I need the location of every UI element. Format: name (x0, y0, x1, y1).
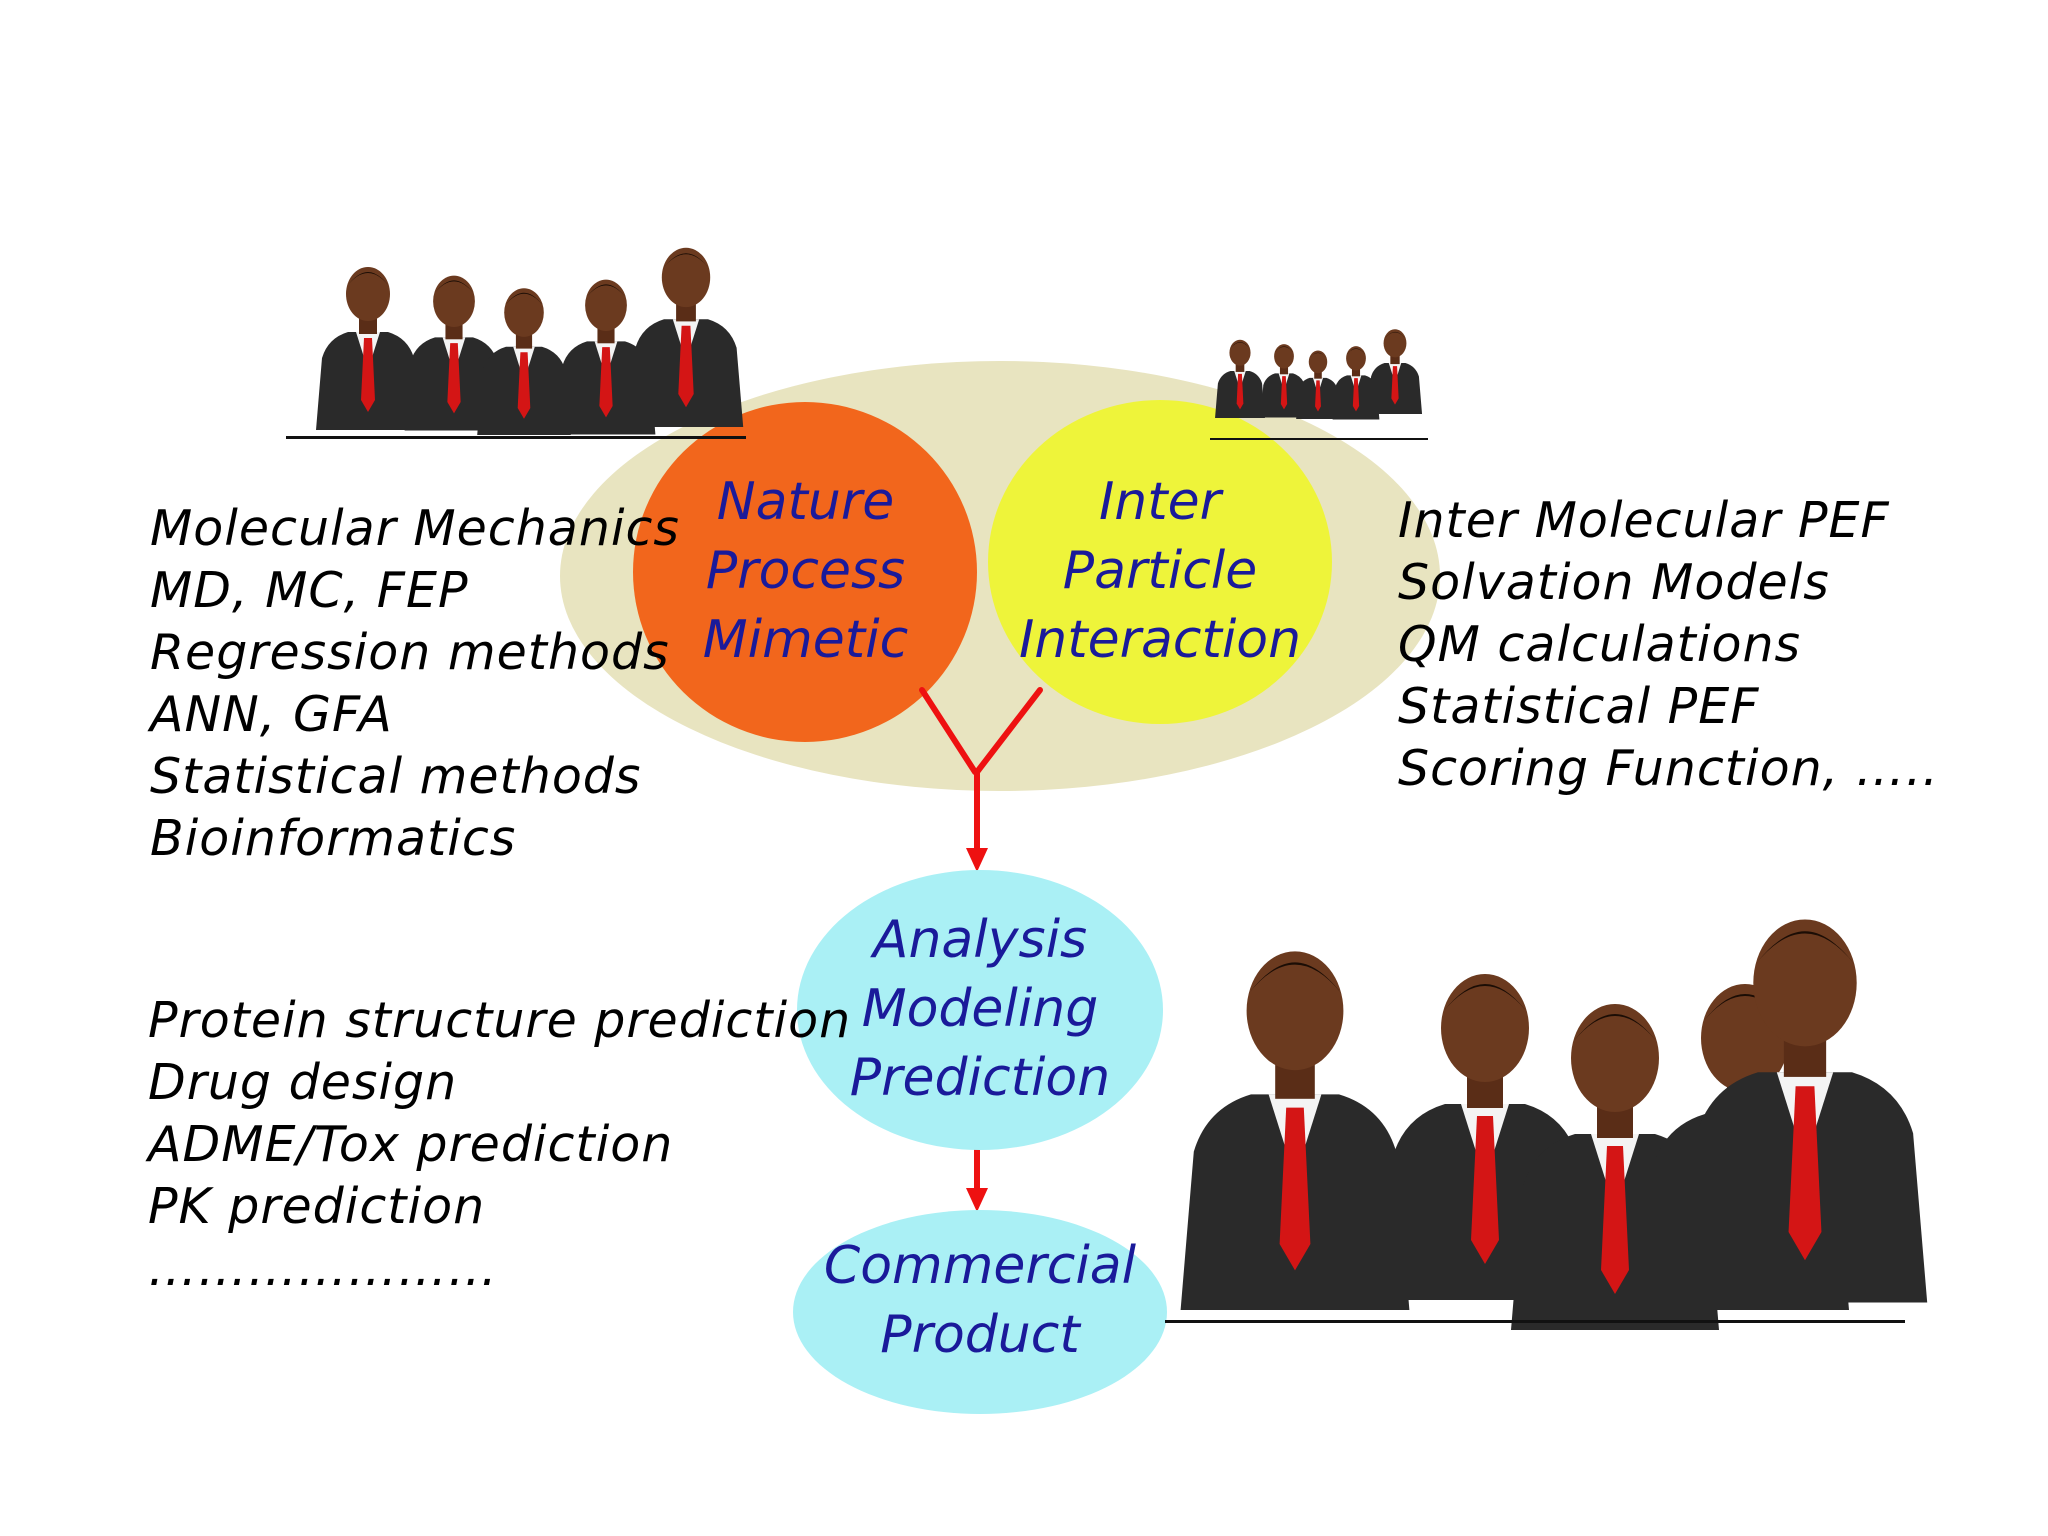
inter-label: Inter Particle Interaction (1010, 468, 1310, 675)
list-item: QM calculations (1398, 616, 1802, 673)
analysis-label: Analysis Modeling Prediction (810, 906, 1150, 1113)
merge-arrow-head (966, 848, 988, 872)
merge-arrow (919, 687, 1043, 853)
right-methods-list: Inter Molecular PEF Solvation Models QM … (1398, 490, 1939, 800)
list-item: Scoring Function, ….. (1398, 740, 1939, 797)
analysis-label-line2: Modeling (861, 979, 1099, 1039)
business-people-clipart-bottom-right (1165, 919, 1928, 1330)
nature-label: Nature Process Mimetic (683, 468, 928, 675)
list-item: ADME/Tox prediction (148, 1116, 674, 1173)
commercial-label-line1: Commercial (823, 1236, 1137, 1296)
list-item: Solvation Models (1398, 554, 1830, 611)
list-item: Statistical methods (150, 748, 642, 805)
list-item: ANN, GFA (150, 686, 393, 743)
list-item: Protein structure prediction (148, 992, 852, 1049)
list-item: Statistical PEF (1398, 678, 1760, 735)
list-item: Bioinformatics (150, 810, 517, 867)
nature-label-line3: Mimetic (702, 610, 909, 670)
list-item: ………………… (148, 1240, 498, 1297)
list-item: Inter Molecular PEF (1398, 492, 1890, 549)
nature-label-line1: Nature (716, 472, 895, 532)
inter-label-line1: Inter (1098, 472, 1222, 532)
nature-circle (633, 402, 977, 742)
list-item: Drug design (148, 1054, 458, 1111)
list-item: Regression methods (150, 624, 670, 681)
analysis-ellipse (797, 870, 1163, 1150)
inter-label-line3: Interaction (1018, 610, 1302, 670)
commercial-label: Commercial Product (800, 1232, 1160, 1370)
list-item: MD, MC, FEP (150, 562, 469, 619)
business-people-clipart-top-right (1210, 329, 1428, 440)
list-item: PK prediction (148, 1178, 486, 1235)
inter-label-line2: Particle (1062, 541, 1258, 601)
list-item: Molecular Mechanics (150, 500, 680, 557)
left-methods-list: Molecular Mechanics MD, MC, FEP Regressi… (150, 498, 680, 870)
inter-circle (988, 400, 1332, 724)
analysis-label-line3: Prediction (849, 1048, 1111, 1108)
nature-label-line2: Process (705, 541, 906, 601)
commercial-label-line2: Product (880, 1305, 1080, 1365)
commercial-ellipse (793, 1210, 1167, 1414)
business-people-clipart-top-left (286, 247, 746, 439)
analysis-label-line1: Analysis (872, 910, 1088, 970)
applications-list: Protein structure prediction Drug design… (148, 990, 851, 1300)
